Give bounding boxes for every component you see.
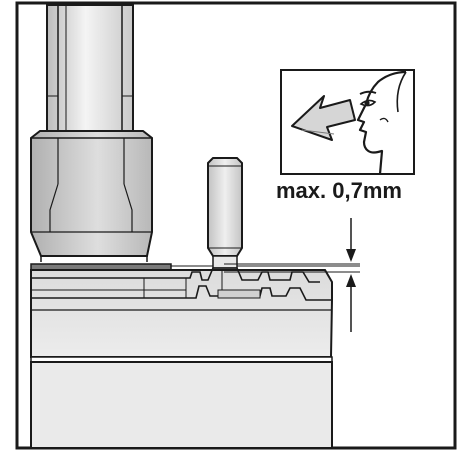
- housing: [30, 267, 333, 449]
- eye-inspection-icon: [280, 69, 415, 175]
- view-direction-arrow-icon: [291, 95, 356, 141]
- measurement-dimension: [224, 218, 360, 332]
- hex-nut: [30, 130, 153, 262]
- locking-pin: [207, 157, 243, 269]
- shaft: [46, 4, 134, 133]
- measurement-label: max. 0,7mm: [276, 178, 402, 203]
